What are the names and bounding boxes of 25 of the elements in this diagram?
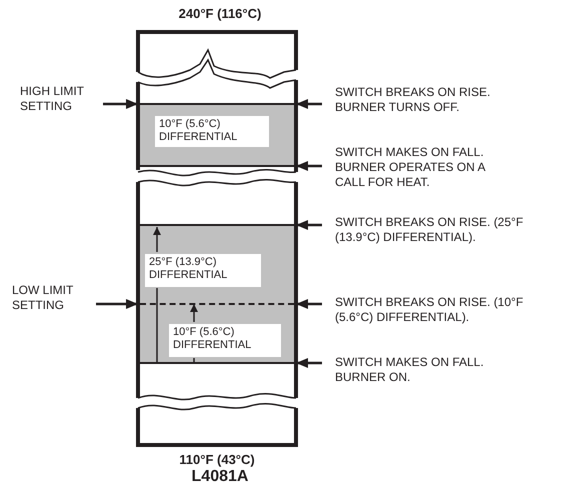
arrow bbox=[296, 358, 322, 368]
differential-label: 10°F (5.6°C) DIFFERENTIAL bbox=[155, 116, 269, 147]
arrow bbox=[153, 227, 161, 252]
differential-label: 25°F (13.9°C) DIFFERENTIAL bbox=[145, 254, 261, 287]
setting-note: SWITCH BREAKS ON RISE. (25°F (13.9°C) DIFFERENTIAL). bbox=[335, 215, 550, 245]
arrow bbox=[296, 220, 322, 230]
differential-band bbox=[140, 103, 294, 167]
arrow bbox=[296, 299, 322, 309]
setting-note: HIGH LIMIT SETTING bbox=[20, 84, 110, 114]
setting-note: SWITCH MAKES ON FALL. BURNER ON. bbox=[335, 355, 505, 385]
setting-note: LOW LIMIT SETTING bbox=[12, 283, 103, 313]
figure-code: L4081A bbox=[190, 468, 250, 486]
temperature-label: 240°F (116°C) bbox=[178, 6, 262, 21]
setpoint-line bbox=[140, 303, 294, 305]
arrow bbox=[96, 299, 138, 309]
arrow bbox=[190, 304, 198, 322]
temperature-label: 110°F (43°C) bbox=[178, 452, 256, 467]
arrow bbox=[296, 99, 322, 109]
setting-note: SWITCH MAKES ON FALL. BURNER OPERATES ON A CALL FOR HEAT. bbox=[335, 145, 485, 190]
arrow bbox=[296, 161, 322, 171]
arrow bbox=[103, 99, 138, 109]
differential-label: 10°F (5.6°C) DIFFERENTIAL bbox=[169, 324, 281, 357]
setting-note: SWITCH BREAKS ON RISE. (10°F (5.6°C) DIFFERENTIAL). bbox=[335, 295, 550, 325]
setting-note: SWITCH BREAKS ON RISE. BURNER TURNS OFF. bbox=[335, 85, 505, 115]
differential-band bbox=[140, 224, 294, 364]
